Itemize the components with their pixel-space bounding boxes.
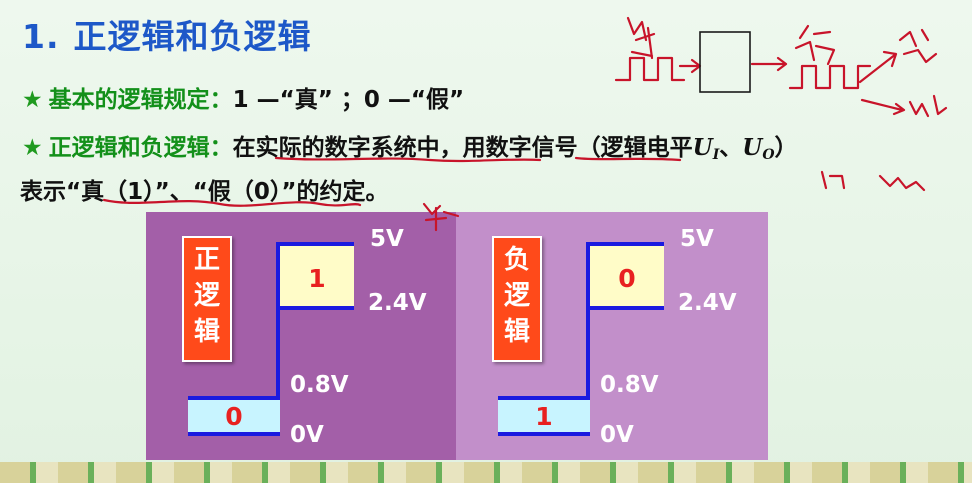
- badge-char: 正: [193, 245, 220, 275]
- level-line: [276, 242, 280, 436]
- handwriting-scribble: [794, 24, 836, 66]
- arrow-in: [678, 58, 702, 74]
- star-icon: ★: [22, 135, 43, 161]
- uo-symbol: UO: [742, 134, 775, 163]
- handwriting-scribble: [878, 174, 926, 192]
- underline: [102, 198, 362, 207]
- title-text: 正逻辑和负逻辑: [73, 17, 312, 56]
- low-level-box: 0: [188, 396, 280, 436]
- negative-logic-panel: 负 逻 辑 0 1 5V 2.4V 0.8V 0V: [456, 212, 768, 460]
- arrow-down: [860, 98, 906, 116]
- block-diagram-box: [699, 31, 751, 93]
- voltage-0v: 0V: [600, 422, 634, 448]
- voltage-5v: 5V: [370, 226, 404, 252]
- voltage-0-8v: 0.8V: [290, 372, 349, 398]
- handwriting-scribble: [422, 202, 460, 232]
- badge-char: 逻: [503, 281, 530, 311]
- underline: [274, 156, 542, 163]
- voltage-2-4v: 2.4V: [368, 290, 427, 316]
- handwriting-scribble: [626, 16, 656, 60]
- badge-char: 辑: [193, 317, 220, 347]
- rule-label: 基本的逻辑规定：: [48, 87, 233, 113]
- handwriting-scribble: [820, 170, 846, 190]
- high-level-box: 0: [590, 242, 664, 310]
- high-level-box: 1: [280, 242, 354, 310]
- definition-text: 在实际的数字系统中，用数字信号（逻辑电平: [232, 135, 693, 161]
- badge-char: 负: [503, 245, 530, 275]
- star-icon: ★: [22, 87, 43, 113]
- ui-symbol: UI: [692, 134, 720, 163]
- waveform-out: [788, 64, 872, 90]
- voltage-0-8v: 0.8V: [600, 372, 659, 398]
- badge-char: 逻: [193, 281, 220, 311]
- handwriting-scribble: [898, 28, 938, 64]
- positive-logic-badge: 正 逻 辑: [182, 236, 232, 362]
- title-number: 1.: [22, 17, 60, 56]
- definition-label: 正逻辑和负逻辑：: [48, 135, 233, 161]
- close-paren: ）: [774, 135, 798, 161]
- rule-text: 1 —“真” ；0 —“假”: [232, 87, 465, 113]
- rule-line: ★基本的逻辑规定：1 —“真” ；0 —“假”: [22, 80, 464, 114]
- voltage-0v: 0V: [290, 422, 324, 448]
- arrow-up: [858, 50, 898, 84]
- voltage-5v: 5V: [680, 226, 714, 252]
- positive-logic-panel: 正 逻 辑 1 0 5V 2.4V 0.8V 0V: [146, 212, 458, 460]
- negative-logic-badge: 负 逻 辑: [492, 236, 542, 362]
- waveform-in: [614, 56, 686, 82]
- underline: [574, 156, 682, 162]
- low-level-box: 1: [498, 396, 590, 436]
- slide-title: 1. 正逻辑和负逻辑: [22, 10, 312, 58]
- separator: 、: [719, 135, 743, 161]
- arrow-out: [750, 56, 788, 72]
- handwriting-scribble: [908, 94, 948, 118]
- bottom-decorative-strip: [0, 462, 972, 483]
- definition-line: ★正逻辑和负逻辑：在实际的数字系统中，用数字信号（逻辑电平UI、UO）: [22, 128, 798, 163]
- level-line: [586, 242, 590, 436]
- definition-line-2: 表示“真（1）”、“假（0）”的约定。: [20, 179, 389, 205]
- voltage-2-4v: 2.4V: [678, 290, 737, 316]
- badge-char: 辑: [503, 317, 530, 347]
